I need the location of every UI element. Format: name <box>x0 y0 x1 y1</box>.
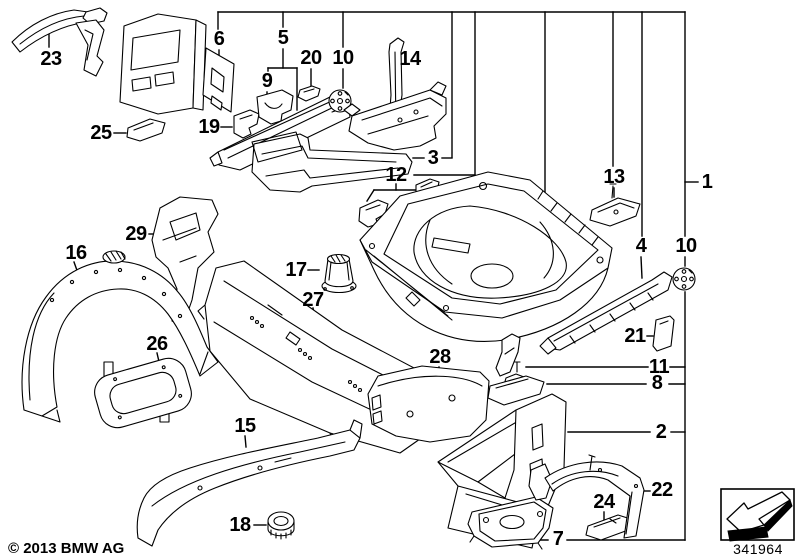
part-6-drawing <box>119 13 235 115</box>
callout-24-label[interactable]: 24 <box>593 491 615 513</box>
callout-10-top-label[interactable]: 10 <box>332 47 354 69</box>
callout-14-label[interactable]: 14 <box>399 48 421 70</box>
part-20-drawing <box>297 85 321 102</box>
part-14-drawing <box>343 37 447 151</box>
callout-10-right-label[interactable]: 10 <box>675 235 697 257</box>
callout-19-label[interactable]: 19 <box>198 116 220 138</box>
part-18-grommet-drawing <box>267 511 295 540</box>
part-10-flange-right-drawing <box>672 267 696 291</box>
part-3-rail-drawing <box>251 131 413 193</box>
callout-2-label[interactable]: 2 <box>655 421 667 443</box>
part-9-drawing <box>256 89 294 125</box>
callout-9-label[interactable]: 9 <box>261 70 273 92</box>
callout-18-label[interactable]: 18 <box>229 514 251 536</box>
part-19-drawing <box>233 109 260 139</box>
part-4-rail-drawing <box>539 271 673 355</box>
part-1-floor-pan-drawing <box>359 171 613 342</box>
callout-13-label[interactable]: 13 <box>603 166 625 188</box>
callout-4-label[interactable]: 4 <box>635 235 647 257</box>
part-15-rail-drawing <box>136 419 363 547</box>
part-26-ring-drawing <box>94 357 192 429</box>
callout-6-label[interactable]: 6 <box>213 28 225 50</box>
callout-21-label[interactable]: 21 <box>624 325 646 347</box>
callout-26-label[interactable]: 26 <box>146 333 168 355</box>
callout-11-label[interactable]: 11 <box>648 356 670 378</box>
part-11-drawing <box>495 333 521 377</box>
callout-5-label[interactable]: 5 <box>277 27 289 49</box>
part-13-drawing <box>589 183 641 227</box>
part-29-drawing <box>151 196 219 327</box>
part-28-drawing <box>367 365 490 443</box>
callout-15-label[interactable]: 15 <box>234 415 256 437</box>
callout-28-label[interactable]: 28 <box>429 346 451 368</box>
part-25-drawing <box>126 118 166 142</box>
callout-8-label[interactable]: 8 <box>651 372 663 394</box>
callout-29-label[interactable]: 29 <box>125 223 147 245</box>
part-16-wheel-arch-drawing <box>21 250 219 423</box>
copyright-text: © 2013 BMW AG <box>8 540 125 557</box>
part-23-drawing <box>11 7 108 77</box>
callout-27-label[interactable]: 27 <box>302 289 324 311</box>
callout-16-label[interactable]: 16 <box>65 242 87 264</box>
part-7-drawing <box>467 496 554 550</box>
callout-3-label[interactable]: 3 <box>427 147 439 169</box>
callout-7-label[interactable]: 7 <box>552 528 564 550</box>
part-5-rail-drawing <box>209 96 351 171</box>
callout-12-label[interactable]: 12 <box>385 164 407 186</box>
part-10-flange-left-drawing <box>328 89 352 113</box>
callout-1-label[interactable]: 1 <box>701 171 713 193</box>
callout-23-label[interactable]: 23 <box>40 48 62 70</box>
callout-17-label[interactable]: 17 <box>285 259 307 281</box>
part-17-grommet-drawing <box>321 253 357 294</box>
callout-20-label[interactable]: 20 <box>300 47 322 69</box>
direction-arrow-icon <box>726 491 793 542</box>
part-22-drawing <box>528 454 645 539</box>
diagram-plate-number: 341964 <box>733 541 783 557</box>
callout-22-label[interactable]: 22 <box>651 479 673 501</box>
part-8-drawing <box>487 361 545 406</box>
direction-legend-box <box>720 488 795 542</box>
part-21-drawing <box>652 315 675 352</box>
callout-25-label[interactable]: 25 <box>90 122 112 144</box>
